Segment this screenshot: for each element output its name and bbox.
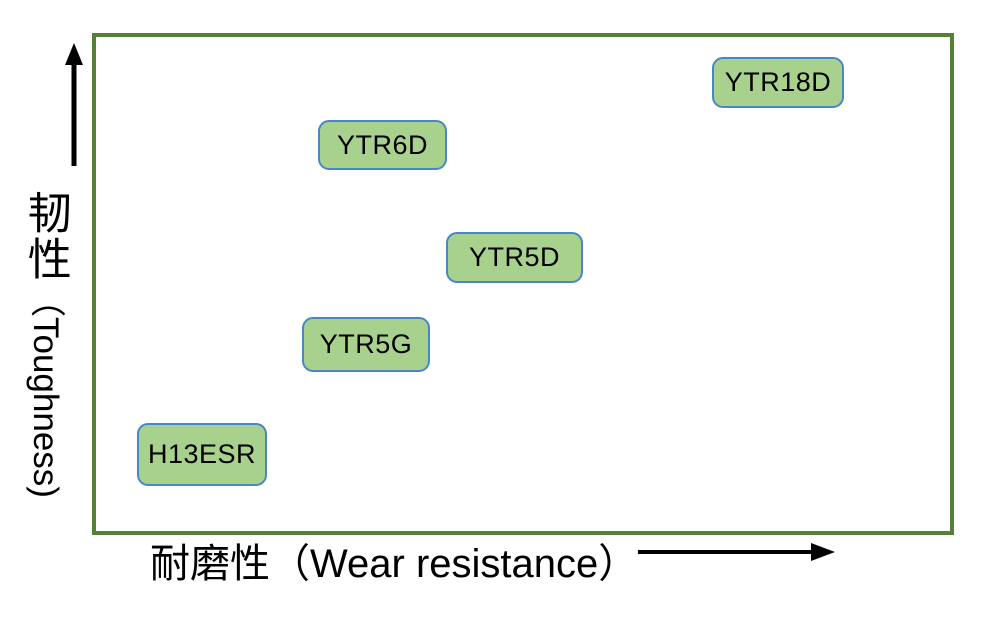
y-axis-label: 韧性（Toughness) (20, 190, 70, 530)
grade-box: YTR5D (446, 232, 583, 283)
grade-label: YTR6D (336, 129, 428, 160)
grade-label: YTR5D (468, 242, 560, 272)
grade-box: YTR6D (318, 120, 447, 170)
y-axis-arrow-icon (65, 43, 83, 166)
grade-label: YTR18D (724, 67, 832, 97)
y-axis-label-en: （Toughness) (25, 282, 65, 498)
x-axis-label: 耐磨性（Wear resistance） (150, 542, 639, 586)
x-axis-arrow-icon (638, 543, 835, 561)
grade-label: H13ESR (147, 439, 257, 469)
grade-box: H13ESR (137, 423, 267, 486)
y-axis-label-zh: 韧性 (20, 190, 70, 282)
grade-box: YTR18D (712, 57, 844, 108)
grade-label: YTR5G (319, 329, 413, 359)
grade-box: YTR5G (302, 317, 430, 372)
